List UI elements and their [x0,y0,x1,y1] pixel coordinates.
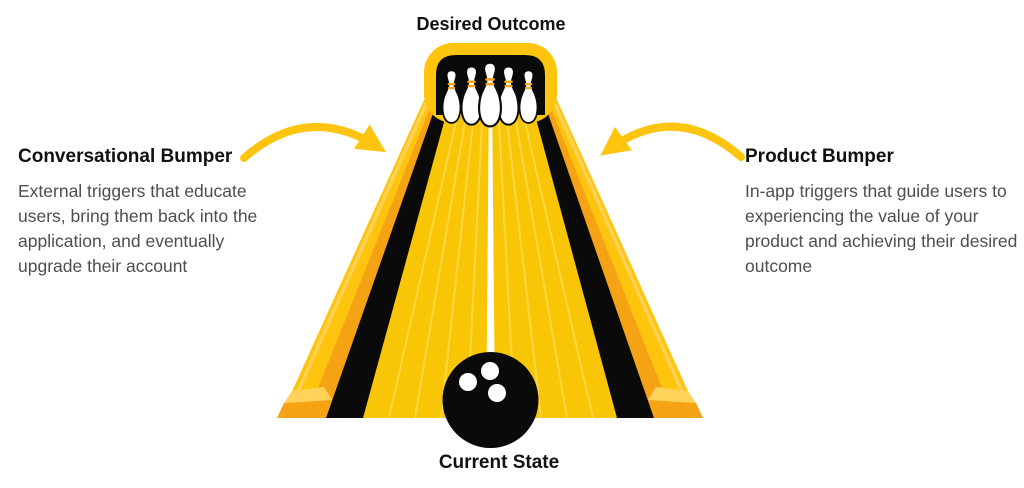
conversational-bumper-annotation: Conversational Bumper External triggers … [18,146,274,279]
product-bumper-heading: Product Bumper [745,146,894,167]
desired-outcome-label: Desired Outcome [416,14,566,34]
bowling-ball-icon [442,352,539,448]
rail-end-caps [277,387,703,418]
conversational-bumper-description: External triggers that educate users, br… [18,181,258,276]
curved-arrow-left-icon [240,122,387,162]
current-state-label: Current State [438,452,560,473]
curved-arrow-right-icon [600,122,745,161]
product-bumper-annotation: Product Bumper In-app triggers that guid… [745,146,1023,279]
product-bumper-description: In-app triggers that guide users to expe… [745,181,1018,276]
lane-center-line [486,112,495,418]
conversational-bumper-heading: Conversational Bumper [18,146,233,167]
